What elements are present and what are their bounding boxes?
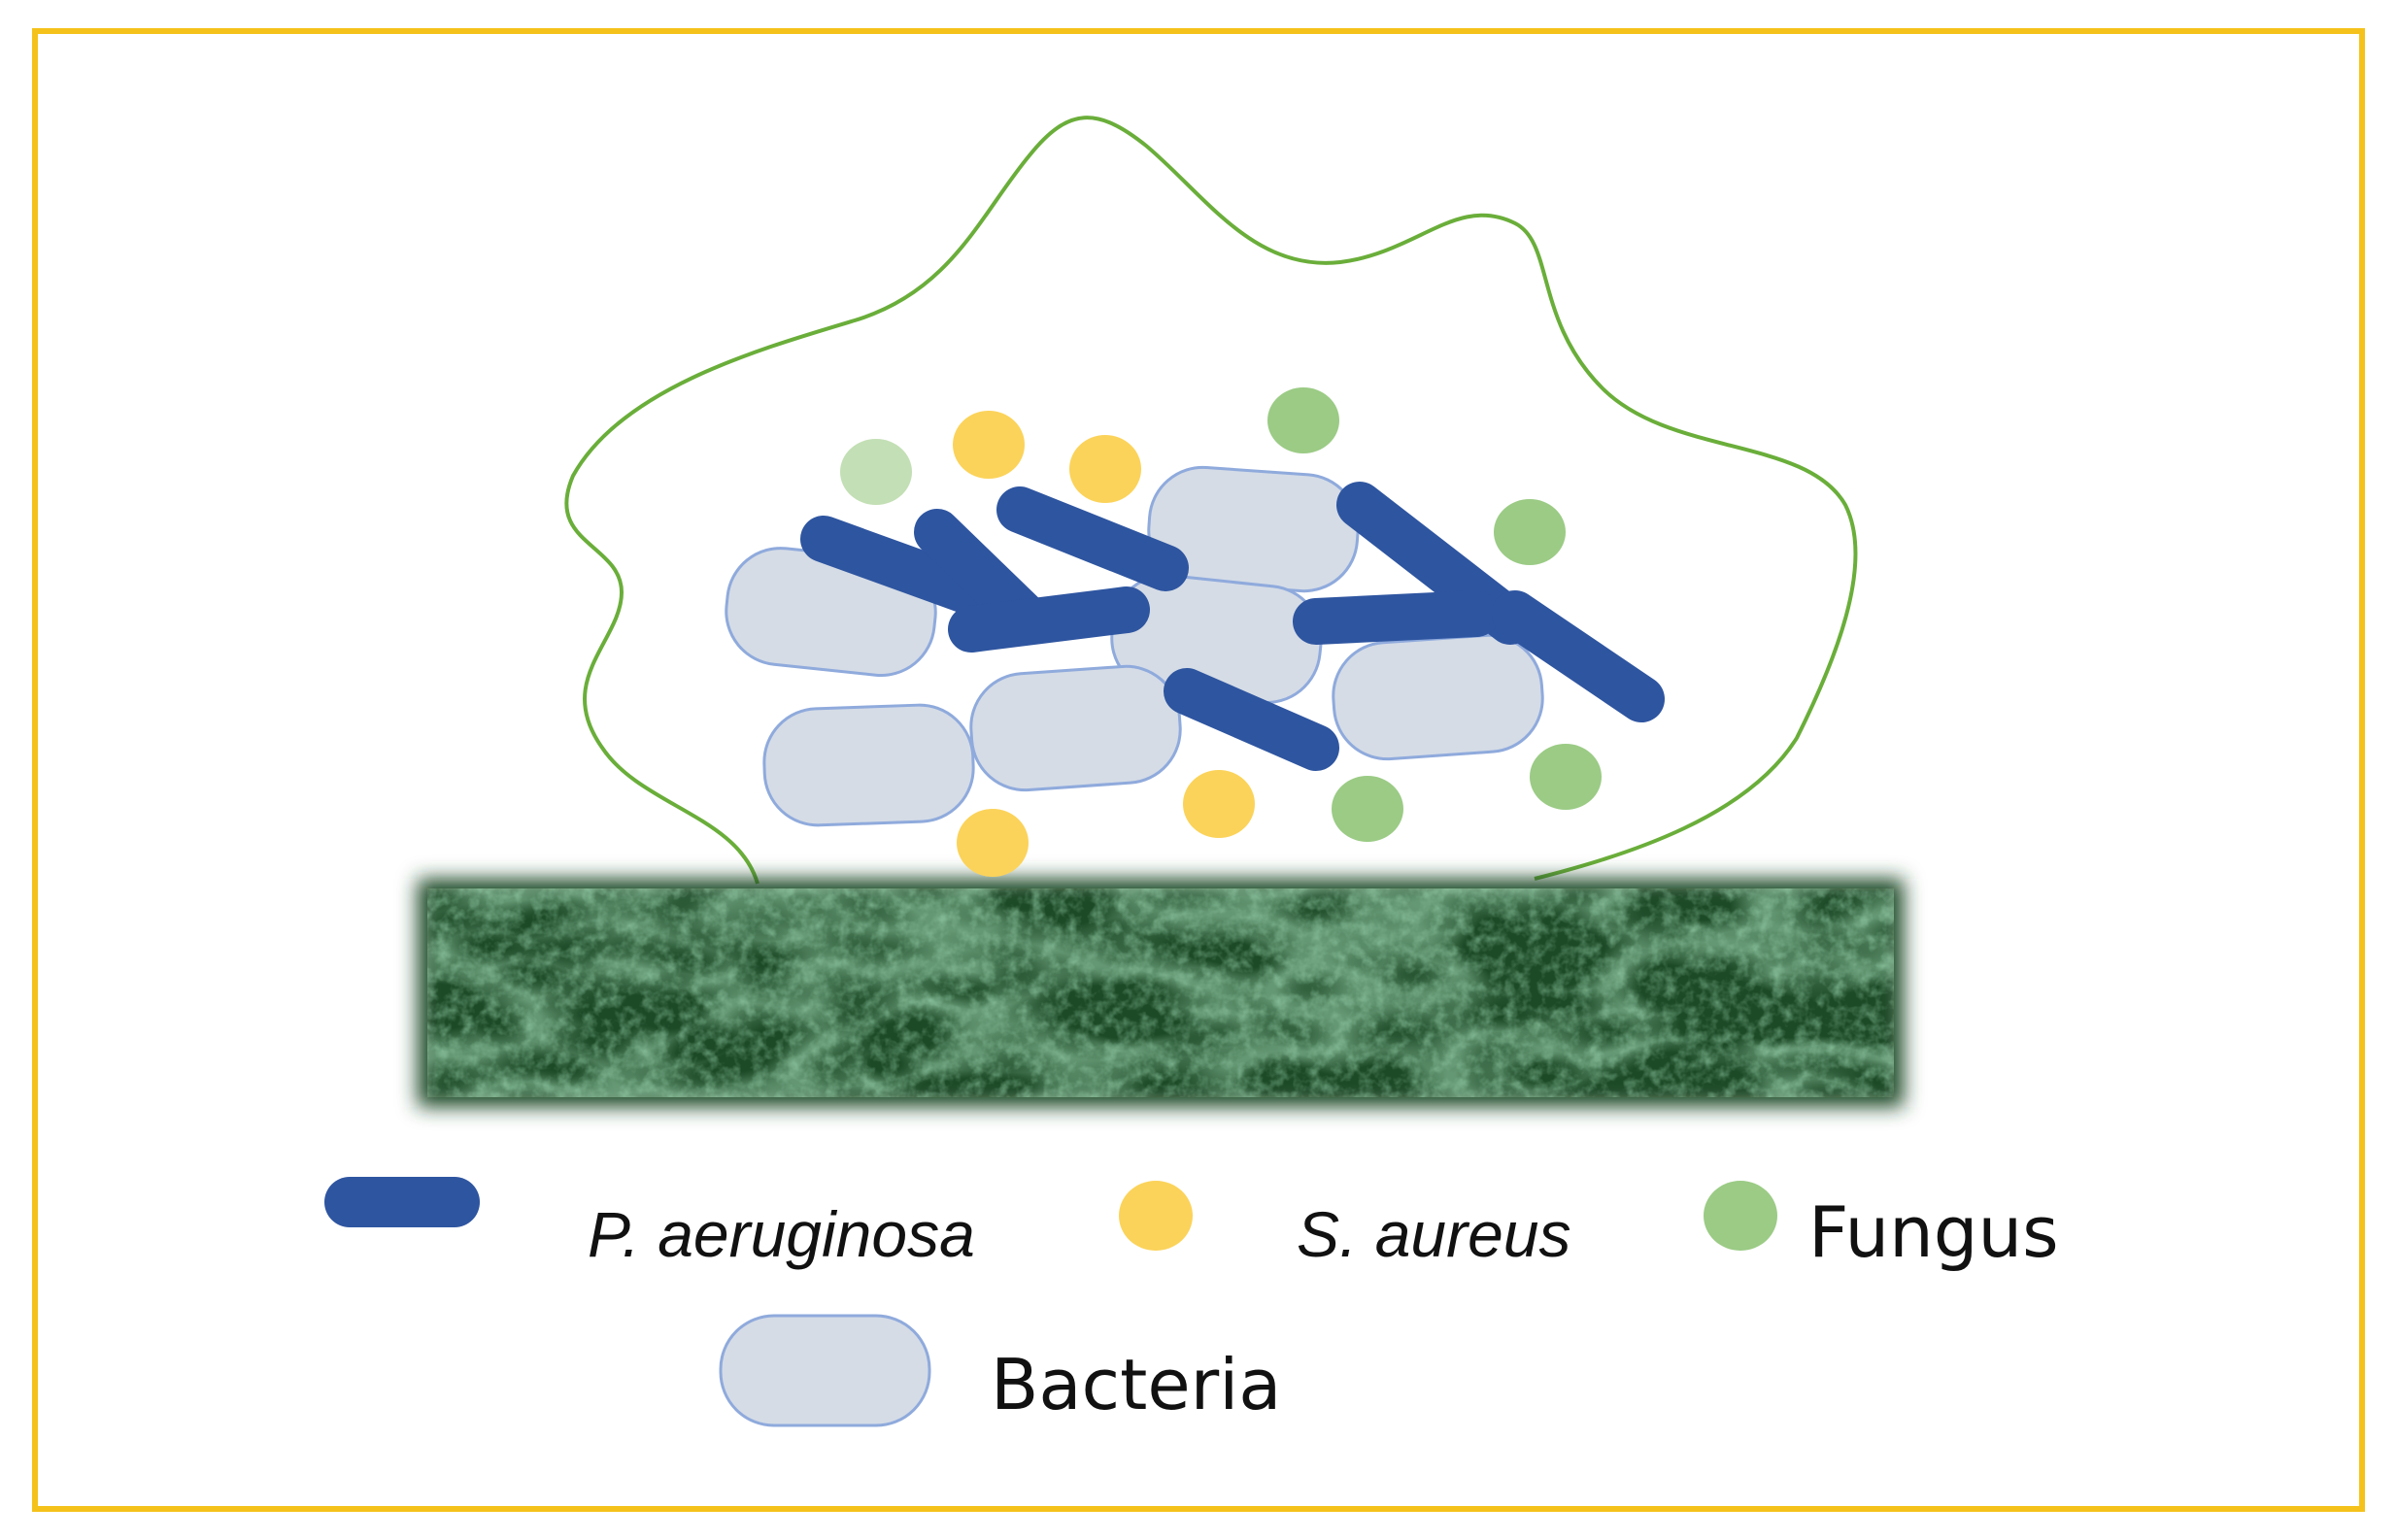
- legend-label-staph: S. aureus: [1297, 1198, 1571, 1270]
- pseudomonas-rod: [948, 586, 1150, 653]
- fungus-cell: [840, 439, 912, 505]
- staph-coccus: [1183, 770, 1255, 838]
- legend-label-pseudomonas: P. aeruginosa: [588, 1198, 975, 1270]
- pseudomonas-rod: [800, 516, 995, 616]
- legend-icons: [324, 1177, 1777, 1427]
- fungus-icon: [1704, 1181, 1777, 1251]
- pseudomonas-rod: [1492, 590, 1665, 722]
- fungus-cell: [1530, 744, 1602, 810]
- pseudomonas-cluster-front: [1164, 668, 1339, 771]
- staph-coccus: [1069, 435, 1141, 503]
- staph-coccus: [957, 809, 1029, 877]
- staph-cluster: [953, 411, 1255, 877]
- pseudomonas-rod: [996, 486, 1189, 591]
- pseudomonas-cluster: [800, 482, 1665, 722]
- bacterium-icon: [719, 1314, 931, 1427]
- bacteria-cluster-front: [762, 664, 1182, 827]
- bacteria-cluster: [725, 465, 1544, 761]
- fungus-cell: [1267, 387, 1339, 453]
- biofilm-matrix-outline: [564, 116, 1858, 885]
- tissue-substrate: [418, 879, 1904, 1107]
- bacterium: [1332, 633, 1544, 761]
- coccus-icon: [1119, 1181, 1193, 1251]
- bacterium: [969, 664, 1182, 792]
- figure-frame: [32, 28, 2365, 1512]
- bacterium: [762, 703, 975, 827]
- legend-label-bacteria: Bacteria: [991, 1344, 1282, 1425]
- fungus-cluster: [840, 387, 1602, 842]
- staph-coccus: [953, 411, 1025, 479]
- legend-label-fungus: Fungus: [1808, 1191, 2059, 1273]
- pseudomonas-rod: [1293, 590, 1500, 645]
- fungus-cell: [1494, 499, 1566, 565]
- pseudomonas-rod: [1164, 668, 1339, 771]
- fungus-cell: [1332, 776, 1403, 842]
